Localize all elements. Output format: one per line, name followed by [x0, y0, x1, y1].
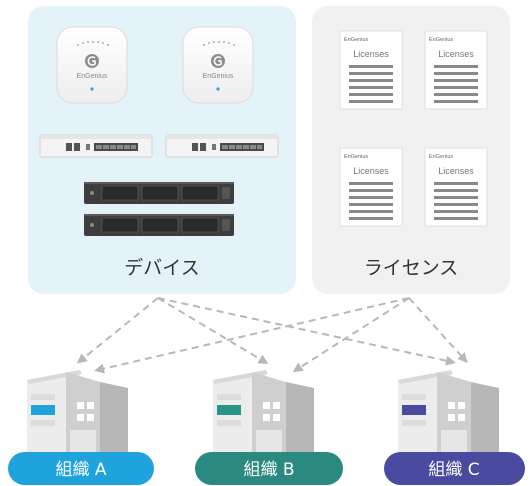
access-point-brand: EnGenius — [77, 73, 108, 80]
arrow-devices-to-a — [76, 297, 159, 364]
access-point-1: EnGenius — [56, 26, 128, 104]
gateway-1 — [39, 134, 153, 158]
license-card-title: Licenses — [438, 166, 474, 176]
organization-c-pill — [384, 452, 525, 485]
rack-switch-1 — [84, 182, 234, 204]
license-card-4: EnGenius Licenses — [424, 147, 488, 227]
rack-switch-2 — [84, 214, 234, 236]
access-point-brand: EnGenius — [203, 73, 234, 80]
arrow-devices-to-b — [157, 297, 269, 365]
arrow-licenses-to-c — [408, 297, 468, 363]
arrow-licenses-to-b — [292, 297, 410, 373]
license-card-title: Licenses — [438, 49, 474, 59]
license-card-brand: EnGenius — [429, 154, 453, 160]
license-card-brand: EnGenius — [344, 37, 368, 43]
status-led-icon — [216, 87, 220, 91]
license-card-3: EnGenius Licenses — [339, 147, 403, 227]
access-point-2: EnGenius — [182, 26, 254, 104]
arrow-licenses-to-a — [94, 297, 410, 374]
license-card-brand: EnGenius — [344, 154, 368, 160]
licenses-label: ライセンス — [364, 257, 459, 279]
building-accent-stripe — [402, 405, 426, 415]
connection-arrows — [76, 297, 468, 374]
building-a-icon — [27, 370, 128, 455]
organization-a-pill — [8, 452, 154, 485]
gateway-2 — [165, 134, 279, 158]
arrow-devices-to-c — [157, 297, 456, 366]
license-card-title: Licenses — [353, 166, 389, 176]
organization-c-label: 組織 C — [428, 460, 479, 480]
license-card-2: EnGenius Licenses — [424, 30, 488, 110]
organization-a-label: 組織 A — [55, 460, 106, 480]
license-card-title: Licenses — [353, 49, 389, 59]
devices-label: デバイス — [124, 257, 199, 279]
organization-b-pill — [195, 452, 343, 485]
organization-b-label: 組織 B — [243, 460, 294, 480]
building-b-icon — [213, 370, 314, 455]
building-accent-stripe — [217, 405, 241, 415]
building-c-icon — [398, 370, 499, 455]
license-card-brand: EnGenius — [429, 37, 453, 43]
license-card-1: EnGenius Licenses — [339, 30, 403, 110]
building-accent-stripe — [31, 405, 55, 415]
status-led-icon — [90, 87, 94, 91]
